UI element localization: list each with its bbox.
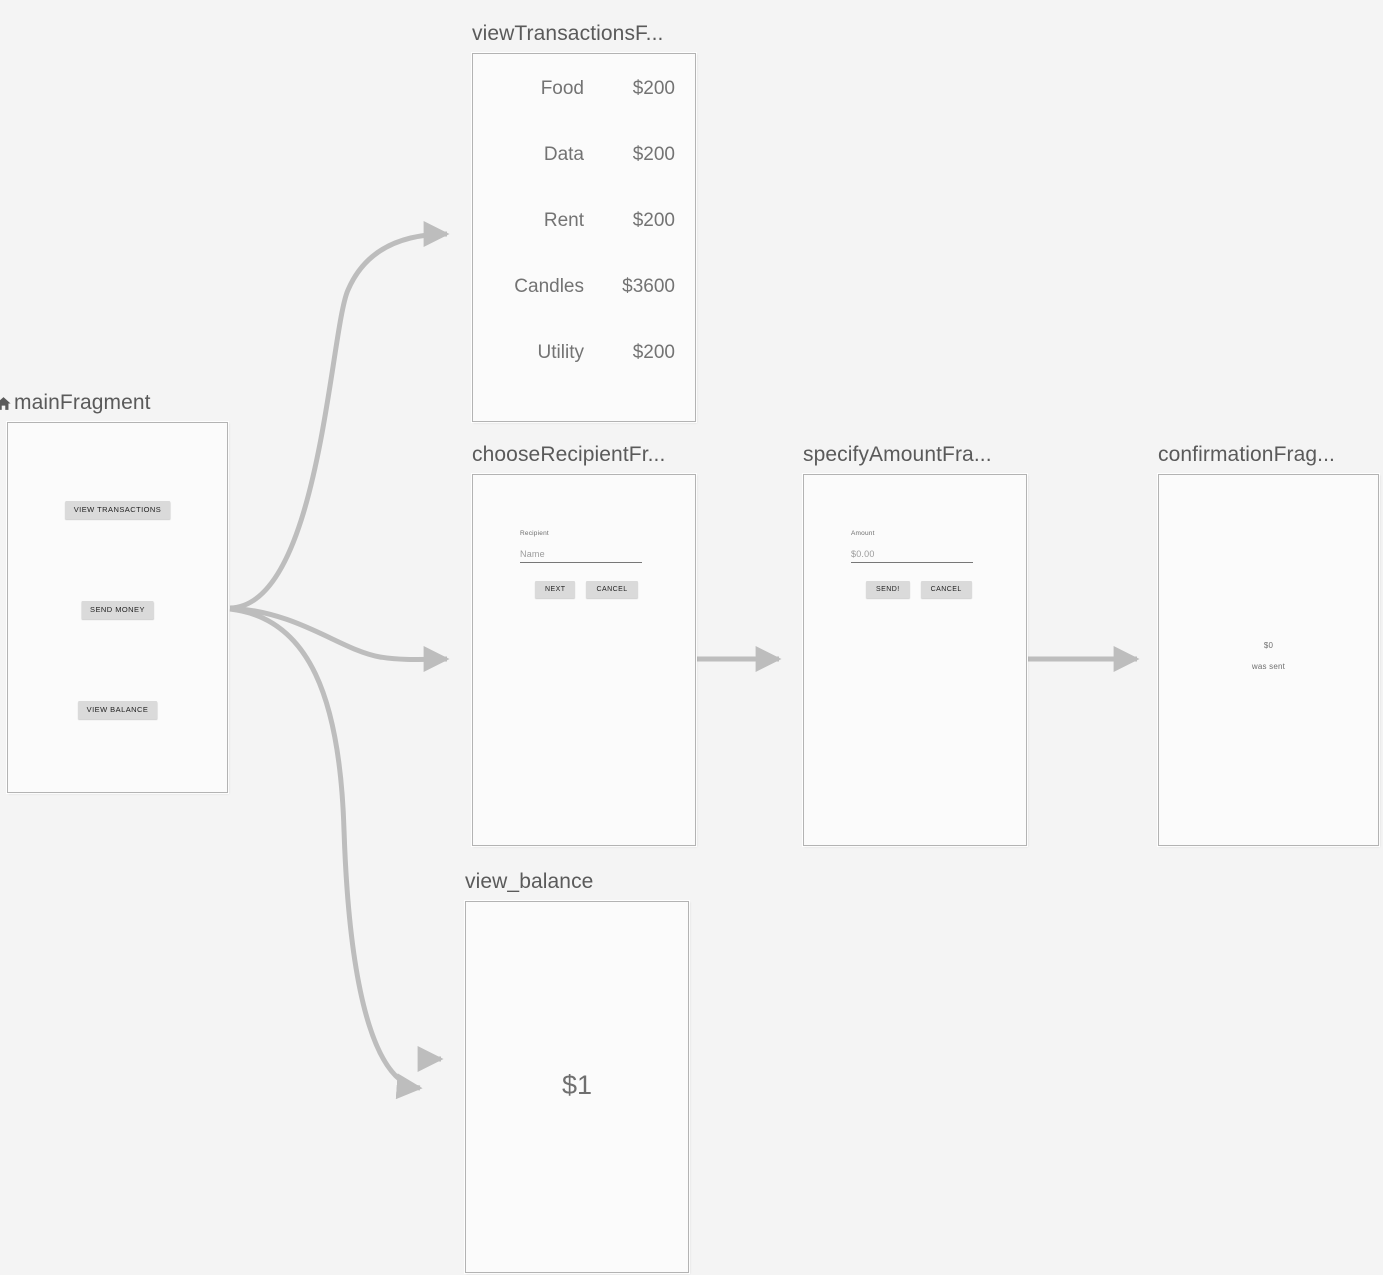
table-row: Candles $3600 xyxy=(473,276,695,342)
preview-main-fragment: VIEW TRANSACTIONS SEND MONEY VIEW BALANC… xyxy=(8,423,227,792)
destination-title-specify-amount: specifyAmountFra... xyxy=(803,443,992,466)
transaction-category: Food xyxy=(540,78,584,99)
destination-choose-recipient-fragment[interactable]: chooseRecipientFr... Recipient Name NEXT… xyxy=(472,444,696,846)
button-send-money[interactable]: SEND MONEY xyxy=(81,601,154,619)
destination-frame-view-transactions: Food $200 Data $200 Rent $200 Candles $3… xyxy=(472,53,696,422)
destination-frame-view-balance: $1 xyxy=(465,901,689,1273)
confirmation-amount: $0 xyxy=(1263,641,1274,650)
transaction-amount: $200 xyxy=(632,342,675,363)
destination-title-view-balance: view_balance xyxy=(465,870,594,893)
table-row: Utility $200 xyxy=(473,342,695,408)
destination-title-main: mainFragment xyxy=(0,392,151,422)
transaction-list: Food $200 Data $200 Rent $200 Candles $3… xyxy=(473,78,695,408)
destination-specify-amount-fragment[interactable]: specifyAmountFra... Amount $0.00 SEND! C… xyxy=(803,444,1027,846)
destination-title-main-label: mainFragment xyxy=(14,391,151,414)
cancel-button[interactable]: CANCEL xyxy=(586,581,638,598)
edge-main-to-view-balance[interactable] xyxy=(229,606,423,1100)
transaction-amount: $200 xyxy=(632,144,675,165)
table-row: Food $200 xyxy=(473,78,695,144)
destination-title-choose-recipient: chooseRecipientFr... xyxy=(472,443,666,466)
destination-frame-confirmation: $0 was sent xyxy=(1158,474,1379,846)
destination-frame-choose-recipient: Recipient Name NEXT CANCEL xyxy=(472,474,696,846)
recipient-form: Recipient Name NEXT CANCEL xyxy=(520,530,673,598)
destination-confirmation-fragment[interactable]: confirmationFrag... $0 was sent xyxy=(1158,444,1379,846)
transaction-category: Candles xyxy=(514,276,584,297)
destination-title-view-transactions: viewTransactionsF... xyxy=(472,22,664,45)
transaction-amount: $3600 xyxy=(622,276,675,297)
button-view-transactions[interactable]: VIEW TRANSACTIONS xyxy=(64,501,171,519)
preview-confirmation: $0 was sent xyxy=(1159,475,1378,845)
balance-amount: $1 xyxy=(561,1070,593,1100)
edge-main-to-view-transactions[interactable] xyxy=(229,221,450,611)
destination-title-confirmation: confirmationFrag... xyxy=(1158,443,1335,466)
recipient-form-actions: NEXT CANCEL xyxy=(520,581,673,598)
amount-input[interactable]: $0.00 xyxy=(851,549,973,563)
confirmation-note: was sent xyxy=(1251,662,1286,671)
transaction-category: Utility xyxy=(537,342,584,363)
table-row: Data $200 xyxy=(473,144,695,210)
next-button[interactable]: NEXT xyxy=(535,581,576,598)
transaction-amount: $200 xyxy=(632,210,675,231)
confirmation-message: $0 was sent xyxy=(1159,641,1378,671)
button-view-balance[interactable]: VIEW BALANCE xyxy=(77,701,158,719)
send-button[interactable]: SEND! xyxy=(866,581,910,598)
transaction-amount: $200 xyxy=(632,78,675,99)
cancel-button[interactable]: CANCEL xyxy=(920,581,972,598)
destination-main-fragment[interactable]: mainFragment VIEW TRANSACTIONS SEND MONE… xyxy=(0,392,228,793)
preview-choose-recipient: Recipient Name NEXT CANCEL xyxy=(473,475,695,845)
home-icon xyxy=(0,395,12,412)
table-row: Rent $200 xyxy=(473,210,695,276)
destination-view-balance-fragment[interactable]: view_balance $1 xyxy=(465,871,689,1273)
preview-specify-amount: Amount $0.00 SEND! CANCEL xyxy=(804,475,1026,845)
recipient-label: Recipient xyxy=(520,530,549,537)
preview-view-balance: $1 xyxy=(466,902,688,1272)
amount-form: Amount $0.00 SEND! CANCEL xyxy=(851,530,1004,598)
destination-frame-main: VIEW TRANSACTIONS SEND MONEY VIEW BALANC… xyxy=(7,422,228,793)
recipient-name-input[interactable]: Name xyxy=(520,549,642,563)
edge-main-to-choose-recipient[interactable] xyxy=(229,605,450,673)
amount-form-actions: SEND! CANCEL xyxy=(851,581,1004,598)
destination-frame-specify-amount: Amount $0.00 SEND! CANCEL xyxy=(803,474,1027,846)
amount-label: Amount xyxy=(851,530,875,537)
preview-view-transactions: Food $200 Data $200 Rent $200 Candles $3… xyxy=(473,54,695,421)
transaction-category: Rent xyxy=(543,210,584,231)
destination-view-transactions-fragment[interactable]: viewTransactionsF... Food $200 Data $200… xyxy=(472,23,696,422)
transaction-category: Data xyxy=(543,144,584,165)
